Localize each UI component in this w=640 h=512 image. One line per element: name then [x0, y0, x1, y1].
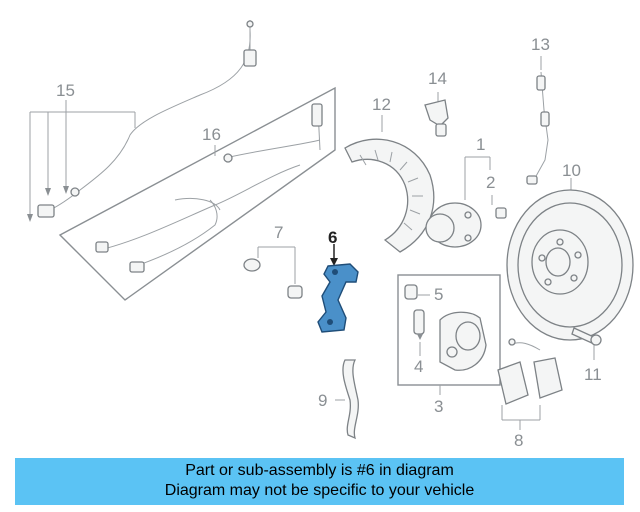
parts-diagram: 1 2 3 4 5 6 7 8 9 10 11 12 13 14 15 16 — [27, 20, 634, 450]
wiring-harness-part-16[interactable] — [58, 86, 336, 301]
bleeder-screw-part-4[interactable] — [413, 309, 425, 356]
callout-4: 4 — [414, 357, 423, 376]
callout-15-leaders — [27, 100, 136, 222]
spring-clip-part-9[interactable] — [342, 359, 359, 440]
callout-11: 11 — [584, 365, 602, 384]
brake-pads-part-8[interactable] — [497, 338, 563, 430]
callout-14: 14 — [428, 69, 447, 88]
wheel-speed-sensor-part-14[interactable] — [424, 92, 449, 137]
banner-line-2: Diagram may not be specific to your vehi… — [164, 482, 475, 499]
callout-8: 8 — [514, 431, 523, 450]
callout-7: 7 — [274, 223, 283, 242]
callout-12: 12 — [372, 95, 391, 114]
callout-6: 6 — [328, 228, 337, 247]
callout-5: 5 — [434, 285, 443, 304]
info-banner: Part or sub-assembly is #6 in diagram Di… — [15, 458, 624, 505]
callout-labels: 1 2 3 4 5 6 7 8 9 10 11 12 13 14 15 16 — [56, 35, 602, 450]
callout-13: 13 — [531, 35, 550, 54]
abs-sensor-wire-part-15[interactable] — [37, 20, 257, 218]
dust-shield-part-12[interactable] — [344, 138, 435, 253]
callout-15: 15 — [56, 81, 75, 100]
banner-line-1: Part or sub-assembly is #6 in diagram — [185, 462, 454, 479]
guide-bolts-part-7[interactable] — [243, 246, 303, 299]
wheel-hub-part-1[interactable] — [425, 156, 491, 248]
callout-1: 1 — [476, 135, 485, 154]
bleeder-part-5[interactable] — [404, 284, 430, 300]
callout-3: 3 — [434, 397, 443, 416]
brake-caliper-part-3[interactable] — [397, 274, 501, 395]
wear-sensor-wire-part-13[interactable] — [526, 56, 550, 185]
caliper-bracket-part-6[interactable] — [317, 244, 359, 333]
callout-9: 9 — [318, 391, 327, 410]
rotor-screw-part-11[interactable] — [571, 327, 602, 360]
callout-2: 2 — [486, 173, 495, 192]
callout-10: 10 — [562, 161, 581, 180]
hub-bolt-part-2[interactable] — [491, 195, 507, 219]
callout-16: 16 — [202, 125, 221, 144]
brake-rotor-part-10[interactable] — [506, 178, 634, 341]
